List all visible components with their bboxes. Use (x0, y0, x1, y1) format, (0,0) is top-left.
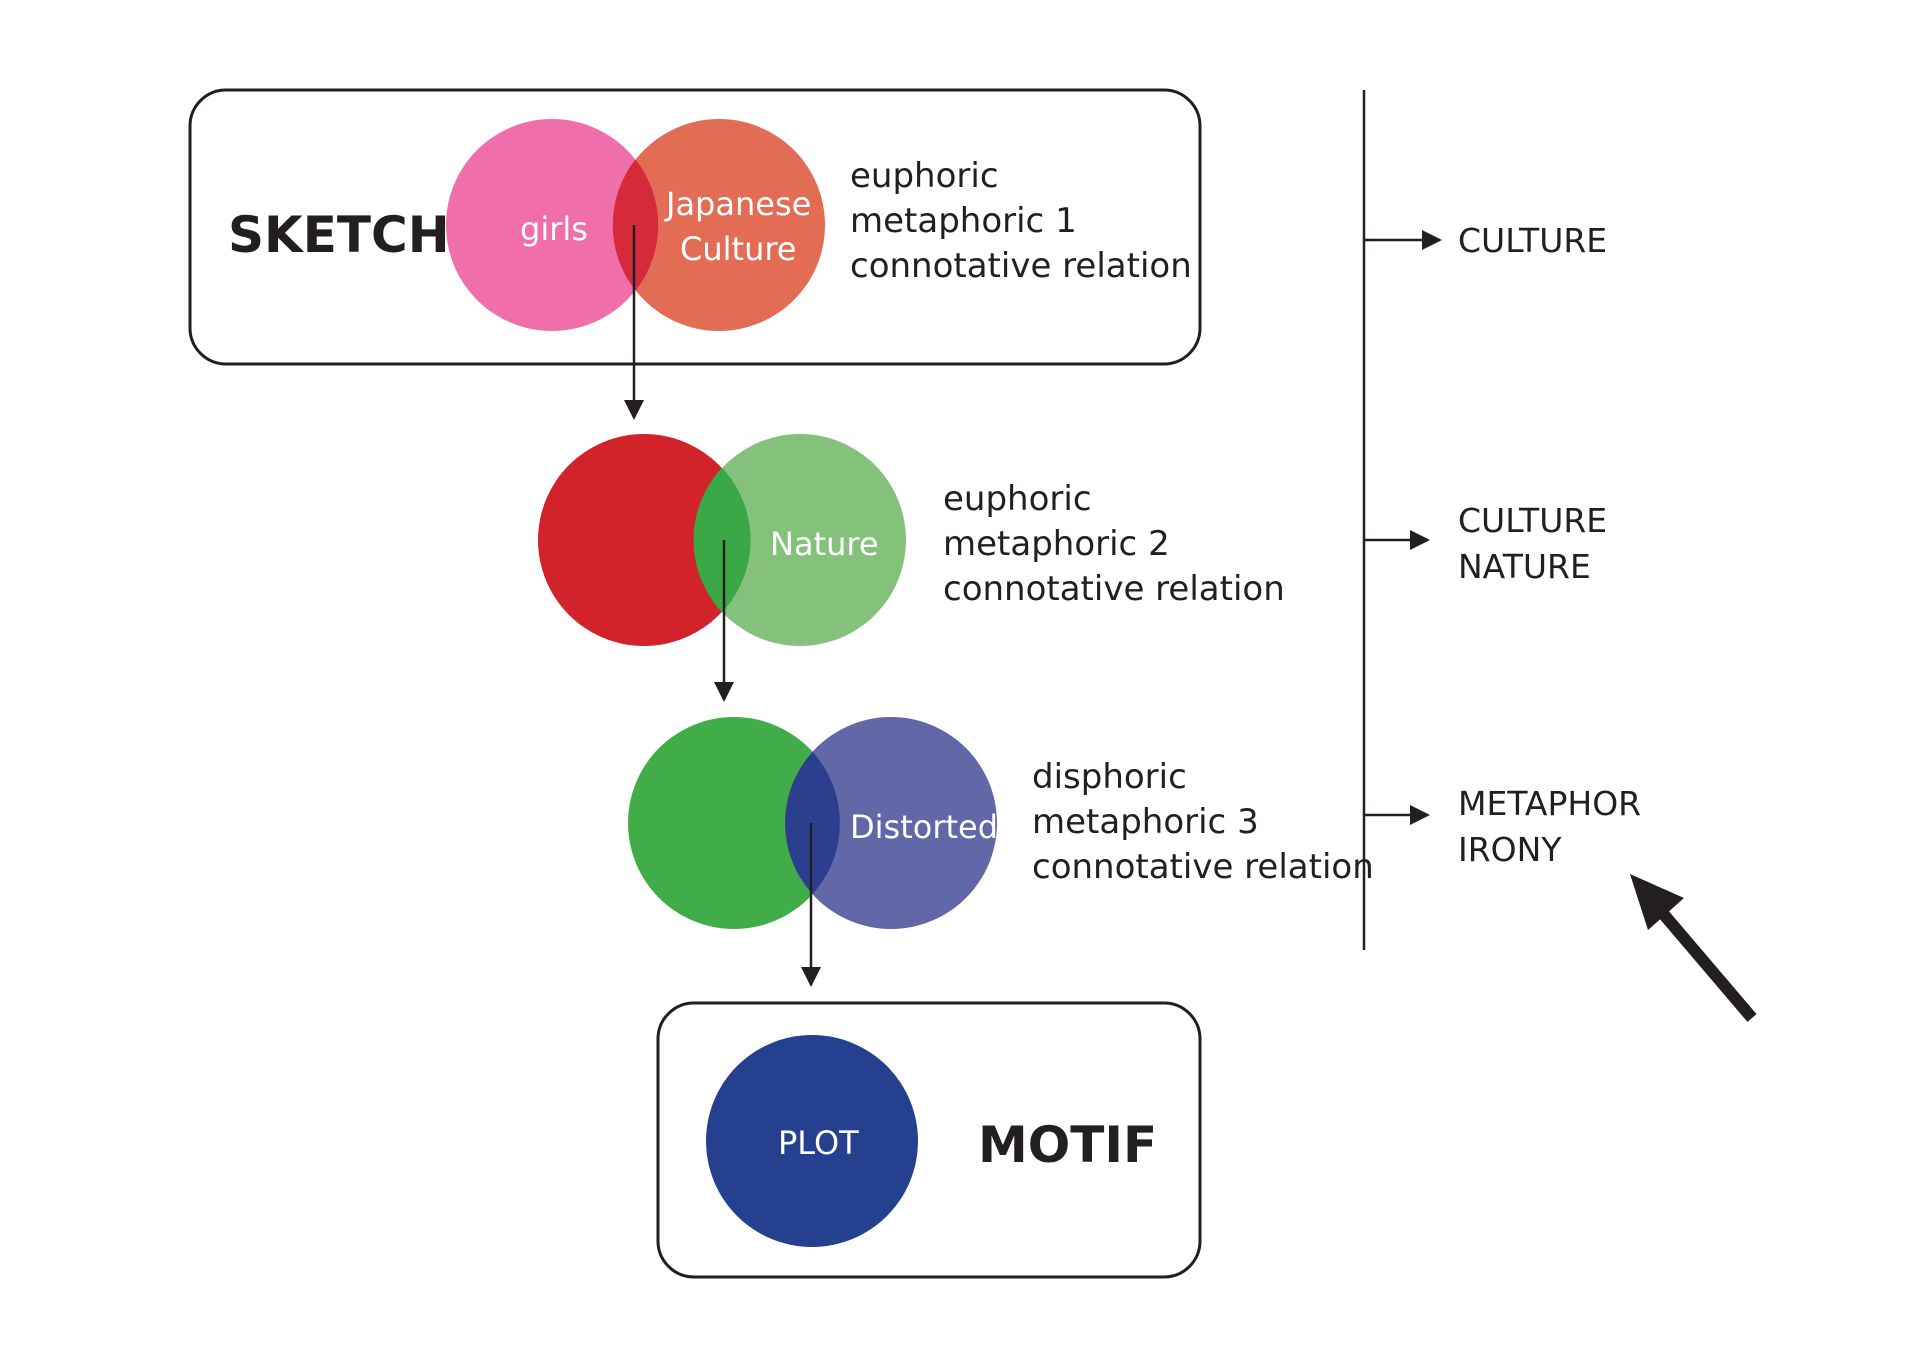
step2-desc-1: euphoric (943, 479, 1092, 519)
girls-label: girls (520, 210, 588, 248)
distorted-label: Distorted (850, 808, 998, 846)
sketch-desc-3: connotative relation (850, 246, 1192, 286)
overlap-2-lens (693, 467, 751, 613)
nature-circle (694, 434, 906, 646)
level2-label-1: CULTURE (1458, 501, 1607, 540)
overlap-3-lens (785, 751, 840, 895)
sketch-desc-2: metaphoric 1 (850, 201, 1077, 241)
red-circle (538, 434, 750, 646)
sketch-desc-1: euphoric (850, 156, 999, 196)
sketch-title: SKETCH (228, 206, 450, 264)
japanese-label: Japanese (664, 185, 811, 223)
step2-group: Nature euphoric metaphoric 2 connotative… (538, 434, 1285, 646)
level2-label-2: NATURE (1458, 547, 1591, 586)
level1-label-1: CULTURE (1458, 221, 1607, 260)
plot-label: PLOT (778, 1124, 859, 1162)
overlap-1-lens (612, 159, 659, 291)
sketch-group: SKETCH girls Japanese Culture euphoric m… (188, 88, 1202, 366)
arrow-up-left-icon (1630, 874, 1757, 1022)
plot-circle (706, 1035, 918, 1247)
nature-label: Nature (770, 525, 879, 563)
culture-label: Culture (680, 230, 796, 268)
motif-group: PLOT MOTIF (656, 1001, 1202, 1279)
girls-circle (446, 119, 658, 331)
motif-title: MOTIF (978, 1116, 1157, 1174)
japanese-culture-circle (613, 119, 825, 331)
distorted-circle (785, 717, 997, 929)
level3-label-1: METAPHOR (1458, 784, 1641, 823)
step2-desc-2: metaphoric 2 (943, 524, 1170, 564)
step3-desc-3: connotative relation (1032, 847, 1374, 887)
green-circle (628, 717, 840, 929)
level-scale: CULTURE CULTURE NATURE METAPHOR IRONY (1362, 90, 1641, 950)
step2-desc-3: connotative relation (943, 569, 1285, 609)
step3-group: Distorted disphoric metaphoric 3 connota… (628, 717, 1374, 929)
step3-desc-2: metaphoric 3 (1032, 802, 1259, 842)
level3-label-2: IRONY (1458, 830, 1562, 869)
step3-desc-1: disphoric (1032, 757, 1187, 797)
